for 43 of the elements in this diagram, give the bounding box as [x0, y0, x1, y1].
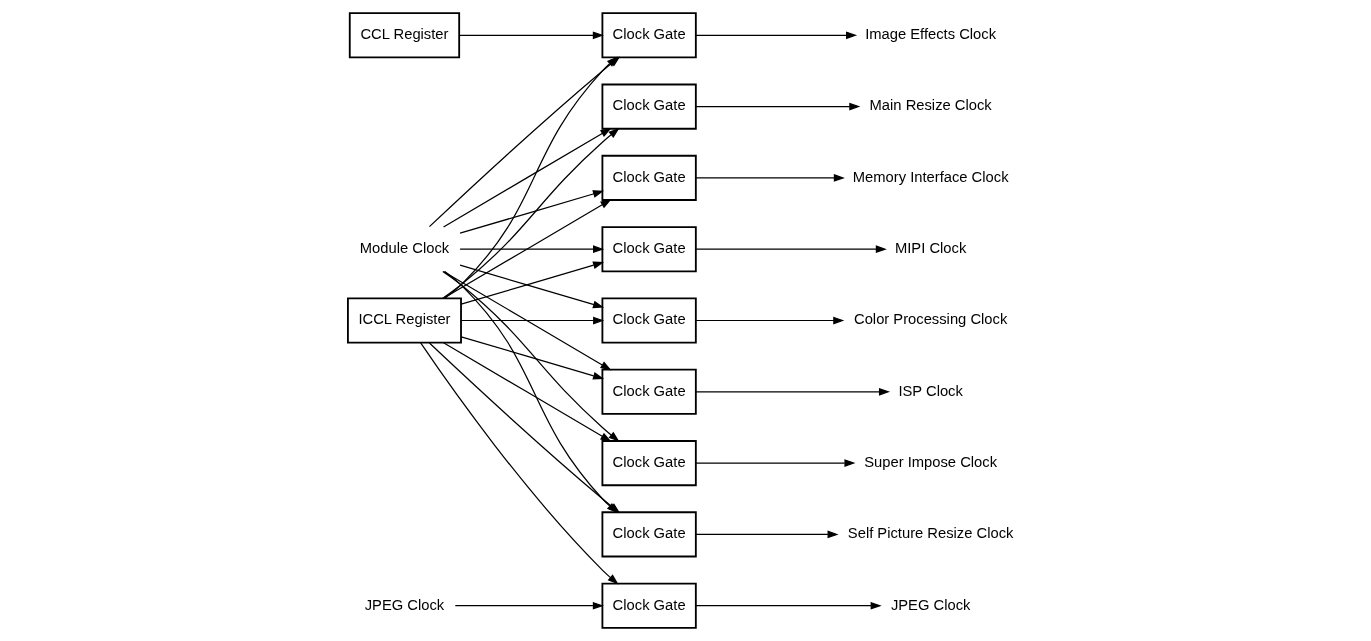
- arrow: [695, 102, 860, 111]
- arrow: [442, 199, 611, 299]
- arrow: [458, 190, 604, 234]
- node-box: Clock Gate: [601, 12, 697, 59]
- node-box: Clock Gate: [601, 83, 697, 130]
- arrow: [441, 270, 620, 442]
- arrow: [695, 387, 890, 396]
- node-text: ISP Clock: [897, 382, 963, 399]
- node-text: Image Effects Clock: [864, 26, 996, 43]
- node-text: Module Clock: [359, 240, 449, 257]
- node-box: Clock Gate: [601, 226, 697, 273]
- arrow: [695, 316, 844, 325]
- node-box: ICCL Register: [346, 297, 462, 344]
- arrow: [460, 336, 604, 380]
- node-box: Clock Gate: [601, 154, 697, 201]
- node-text: JPEG Clock: [364, 596, 444, 613]
- arrow: [454, 601, 604, 610]
- node-box: CCL Register: [348, 12, 460, 59]
- node-text: Color Processing Clock: [853, 311, 1007, 328]
- arrow: [442, 128, 611, 228]
- arrow: [695, 459, 855, 467]
- arrow: [458, 245, 604, 254]
- arrow: [442, 342, 611, 442]
- arrow: [442, 270, 611, 371]
- node-text: MIPI Clock: [894, 240, 966, 257]
- arrow: [460, 316, 604, 325]
- node-text: Super Impose Clock: [863, 453, 997, 470]
- arrow: [441, 127, 620, 299]
- arrow: [695, 31, 857, 40]
- node-text: Main Resize Clock: [869, 97, 992, 114]
- node-box: Clock Gate: [601, 440, 697, 487]
- arrow: [695, 530, 839, 539]
- node-box: Clock Gate: [601, 582, 697, 629]
- node-box: Clock Gate: [601, 368, 697, 415]
- node-text: Memory Interface Clock: [852, 168, 1009, 185]
- arrow: [458, 31, 604, 40]
- node-text: JPEG Clock: [890, 596, 970, 613]
- node-box: Clock Gate: [601, 297, 697, 344]
- node-box: Clock Gate: [601, 511, 697, 558]
- arrow: [695, 245, 887, 254]
- arrow: [695, 601, 882, 610]
- node-text: Self Picture Resize Clock: [847, 525, 1013, 542]
- arrow: [695, 174, 845, 182]
